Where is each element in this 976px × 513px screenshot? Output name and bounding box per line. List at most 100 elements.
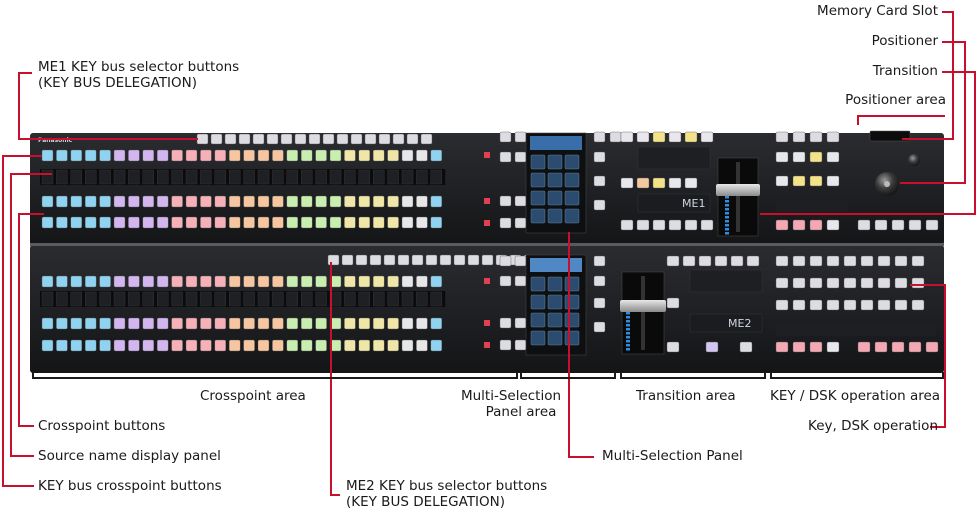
crosspoint-button[interactable] — [430, 216, 442, 229]
crosspoint-button[interactable] — [329, 216, 342, 229]
key-dsk-operation-button[interactable] — [874, 219, 888, 231]
key-button[interactable] — [792, 277, 806, 289]
transition-type-button[interactable] — [730, 255, 744, 267]
crosspoint-button[interactable] — [430, 317, 442, 330]
key-button[interactable] — [792, 151, 806, 163]
me1-key-bus-selector-button[interactable] — [420, 133, 433, 145]
transition-button[interactable] — [593, 275, 606, 287]
me1-key-bus-selector-button[interactable] — [210, 133, 223, 145]
crosspoint-button[interactable] — [200, 317, 212, 330]
transition-button[interactable] — [620, 219, 634, 231]
key-bus-crosspoint-button[interactable] — [200, 149, 212, 162]
crosspoint-button[interactable] — [301, 195, 313, 208]
key-bus-button[interactable] — [792, 131, 806, 143]
crosspoint-button[interactable] — [358, 317, 370, 330]
crosspoint-button[interactable] — [228, 317, 241, 330]
key-bus-crosspoint-button[interactable] — [214, 149, 227, 162]
crosspoint-button[interactable] — [329, 195, 342, 208]
crosspoint-button[interactable] — [200, 339, 212, 352]
key-bus-crosspoint-button[interactable] — [41, 149, 54, 162]
crosspoint-button[interactable] — [113, 339, 126, 352]
key-bus-crosspoint-button[interactable] — [113, 149, 126, 162]
key-bus-button[interactable] — [826, 131, 840, 143]
crosspoint-button[interactable] — [56, 195, 68, 208]
bus-function-button[interactable] — [499, 317, 512, 329]
key-bus-button[interactable] — [775, 131, 789, 143]
crosspoint-button[interactable] — [243, 339, 255, 352]
key-dsk-operation-button[interactable] — [874, 341, 888, 353]
me1-msp-button[interactable] — [530, 208, 546, 224]
key-bus-crosspoint-button[interactable] — [401, 275, 414, 288]
bus-function-button[interactable] — [514, 217, 527, 229]
crosspoint-button[interactable] — [214, 195, 227, 208]
crosspoint-button[interactable] — [142, 339, 155, 352]
key-bus-button[interactable] — [877, 255, 891, 267]
key-bus-crosspoint-button[interactable] — [257, 149, 270, 162]
key-dsk-operation-button[interactable] — [775, 341, 789, 353]
crosspoint-button[interactable] — [214, 216, 227, 229]
crosspoint-button[interactable] — [84, 317, 97, 330]
key-button[interactable] — [860, 277, 874, 289]
key-bus-crosspoint-button[interactable] — [373, 149, 385, 162]
key-dsk-operation-button[interactable] — [925, 341, 939, 353]
key-button[interactable] — [826, 175, 840, 187]
key-bus-crosspoint-button[interactable] — [171, 275, 183, 288]
crosspoint-button[interactable] — [315, 195, 327, 208]
crosspoint-button[interactable] — [156, 195, 169, 208]
me1-msp-button[interactable] — [530, 172, 546, 188]
bus-function-button[interactable] — [499, 131, 512, 143]
bus-function-button[interactable] — [499, 151, 512, 163]
key-button[interactable] — [809, 299, 823, 311]
key-dsk-operation-button[interactable] — [908, 341, 922, 353]
me2-key-bus-selector-button[interactable] — [425, 254, 438, 266]
crosspoint-button[interactable] — [416, 339, 428, 352]
bus-function-button[interactable] — [514, 255, 527, 267]
key-bus-crosspoint-button[interactable] — [70, 149, 83, 162]
me1-msp-button[interactable] — [547, 208, 563, 224]
crosspoint-button[interactable] — [185, 339, 198, 352]
me2-key-bus-selector-button[interactable] — [467, 254, 480, 266]
crosspoint-button[interactable] — [401, 317, 414, 330]
key-bus-crosspoint-button[interactable] — [301, 149, 313, 162]
crosspoint-button[interactable] — [99, 216, 111, 229]
me2-key-bus-selector-button[interactable] — [383, 254, 396, 266]
crosspoint-button[interactable] — [257, 216, 270, 229]
key-bus-button[interactable] — [809, 255, 823, 267]
me2-key-bus-selector-button[interactable] — [355, 254, 368, 266]
transition-button[interactable] — [666, 341, 680, 353]
key-bus-crosspoint-button[interactable] — [99, 149, 111, 162]
transition-type-button[interactable] — [746, 255, 760, 267]
key-bus-button[interactable] — [894, 255, 908, 267]
crosspoint-button[interactable] — [401, 216, 414, 229]
key-bus-crosspoint-button[interactable] — [156, 149, 169, 162]
key-bus-crosspoint-button[interactable] — [156, 275, 169, 288]
key-dsk-operation-button[interactable] — [891, 341, 905, 353]
crosspoint-button[interactable] — [185, 317, 198, 330]
me2-key-bus-selector-button[interactable] — [397, 254, 410, 266]
crosspoint-button[interactable] — [358, 195, 370, 208]
key-bus-crosspoint-button[interactable] — [70, 275, 83, 288]
crosspoint-button[interactable] — [416, 317, 428, 330]
bus-function-button[interactable] — [514, 275, 527, 287]
crosspoint-button[interactable] — [257, 317, 270, 330]
transition-button[interactable] — [593, 255, 606, 267]
key-bus-crosspoint-button[interactable] — [243, 149, 255, 162]
transition-type-button[interactable] — [698, 255, 712, 267]
transition-type-button[interactable] — [666, 255, 680, 267]
transition-button[interactable] — [652, 177, 666, 189]
bus-function-button[interactable] — [499, 195, 512, 207]
key-button[interactable] — [860, 299, 874, 311]
me1-fader-lever[interactable] — [716, 184, 760, 196]
transition-button[interactable] — [684, 177, 698, 189]
key-bus-crosspoint-button[interactable] — [373, 275, 385, 288]
crosspoint-button[interactable] — [430, 195, 442, 208]
me2-msp-button[interactable] — [547, 312, 563, 328]
crosspoint-button[interactable] — [358, 216, 370, 229]
transition-button[interactable] — [739, 341, 753, 353]
key-bus-crosspoint-button[interactable] — [128, 149, 140, 162]
key-button[interactable] — [826, 299, 840, 311]
bus-function-button[interactable] — [499, 339, 512, 351]
crosspoint-button[interactable] — [243, 195, 255, 208]
transition-button[interactable] — [668, 177, 682, 189]
key-dsk-operation-button[interactable] — [775, 219, 789, 231]
